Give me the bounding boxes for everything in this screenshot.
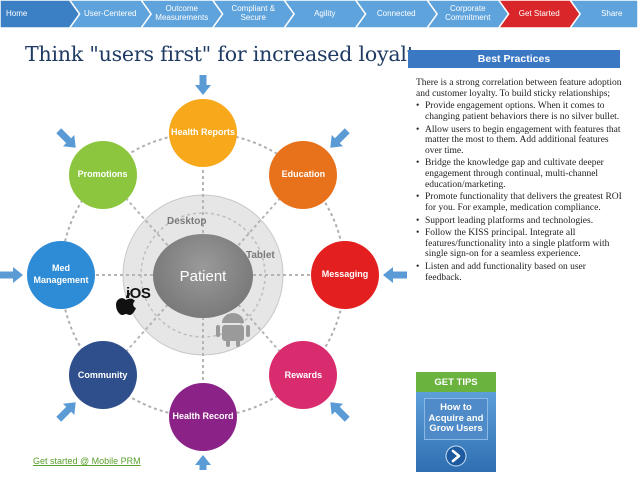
nav-tab-user-centered[interactable]: User-Centered <box>84 8 137 18</box>
feature-diagram: Desktop Tablet iOS Patient Health Report… <box>0 75 420 470</box>
arrow-icon <box>56 402 76 422</box>
node-health-reports: Health Reports <box>169 99 237 167</box>
android-arm <box>246 325 250 337</box>
best-practice-item: Follow the KISS principal. Integrate all… <box>416 228 622 260</box>
nav-tab-connected[interactable]: Connected <box>376 8 416 18</box>
arrow-icon <box>0 267 23 283</box>
best-practices-list: Provide engagement options. When it come… <box>416 101 622 283</box>
nav-tab-share[interactable]: Share <box>601 8 623 18</box>
android-head <box>222 313 244 323</box>
spoke-line <box>123 195 169 246</box>
nav-shapes <box>0 0 638 28</box>
nav-tab-home[interactable]: Home <box>6 8 28 18</box>
arrow-right-icon[interactable] <box>445 445 467 467</box>
arrow-icon <box>195 75 211 95</box>
node-messaging: Messaging <box>311 241 379 309</box>
nav-chevron-shape <box>0 0 81 28</box>
android-arm <box>216 325 220 337</box>
arrow-icon <box>195 455 211 470</box>
nav-tab-corporate-commitment[interactable]: Corporate Commitment <box>445 4 491 22</box>
node-med-management: Med Management <box>27 241 95 309</box>
android-leg <box>226 340 230 347</box>
node-community: Community <box>68 341 137 410</box>
section-nav: Home User-Centered Outcome Measurements Com… <box>0 0 638 28</box>
arrow-icon <box>56 128 76 148</box>
nav-tab-get-started[interactable]: Get Started <box>518 8 560 18</box>
nav-tab-compliant-secure[interactable]: Compliant & Secure <box>231 4 276 22</box>
get-tips-card[interactable]: How to Acquire and Grow Users <box>416 392 496 472</box>
get-tips-heading: GET TIPS <box>416 372 496 392</box>
get-started-link[interactable]: Get started @ Mobile PRM <box>33 456 141 466</box>
best-practice-item: Bridge the knowledge gap and cultivate d… <box>416 158 622 190</box>
spoke-line <box>237 195 283 246</box>
best-practices-intro: There is a strong correlation between fe… <box>416 78 622 99</box>
spoke-line <box>237 304 283 355</box>
best-practices-heading: Best Practices <box>408 50 620 68</box>
nav-tab-agility[interactable]: Agility <box>314 8 336 18</box>
android-leg <box>236 340 240 347</box>
best-practice-item: Promote functionality that delivers the … <box>416 192 622 213</box>
arrow-icon <box>383 267 407 283</box>
tablet-label: Tablet <box>246 250 275 261</box>
node-promotions: Promotions <box>68 140 137 209</box>
spoke-line <box>123 304 169 355</box>
ios-label: iOS <box>126 285 151 302</box>
arrow-icon <box>330 402 350 422</box>
best-practice-item: Support leading platforms and technologi… <box>416 216 622 227</box>
node-education: Education <box>269 140 338 209</box>
page-title: Think "users first" for increased loyalt… <box>25 42 430 66</box>
nav-tab-outcome-measurements[interactable]: Outcome Measurements <box>155 4 209 22</box>
arrow-icon <box>330 128 350 148</box>
node-health-record: Health Record <box>169 383 237 451</box>
tips-card-title: How to Acquire and Grow Users <box>424 398 488 440</box>
apple-logo-icon <box>116 293 136 315</box>
best-practices-body: There is a strong correlation between fe… <box>416 78 622 285</box>
patient-center: Patient <box>153 234 253 318</box>
android-body <box>222 325 244 341</box>
node-rewards: Rewards <box>269 341 338 410</box>
best-practice-item: Allow users to begin engagement with fea… <box>416 125 622 157</box>
desktop-label: Desktop <box>167 216 207 227</box>
best-practice-item: Provide engagement options. When it come… <box>416 101 622 122</box>
best-practice-item: Listen and add functionality based on us… <box>416 262 622 283</box>
